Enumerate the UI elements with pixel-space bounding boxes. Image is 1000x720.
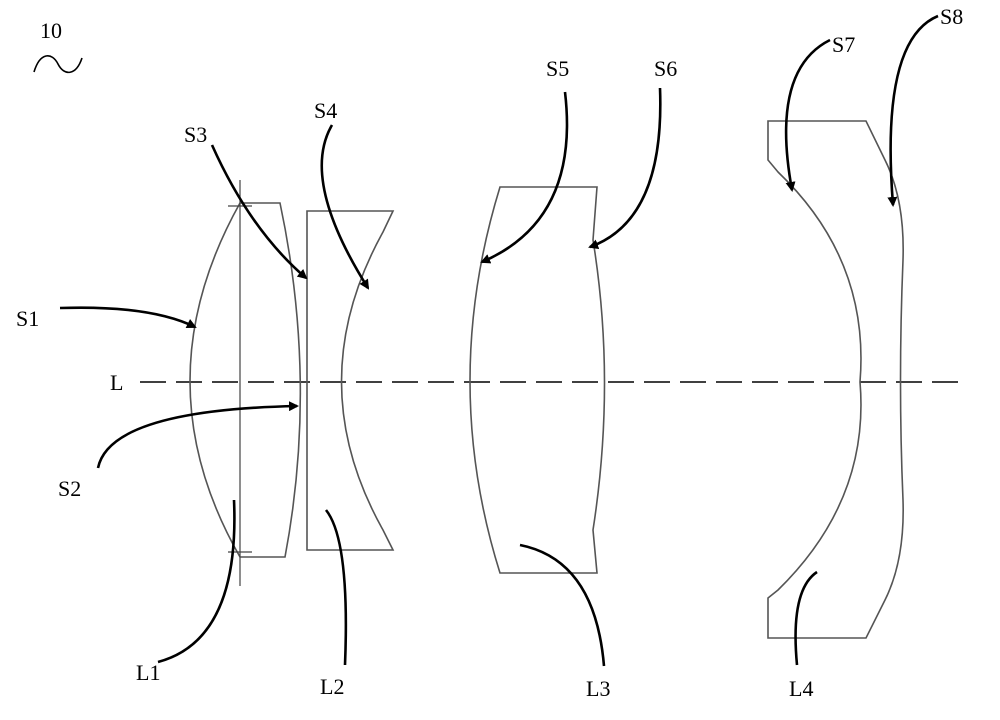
leader-l3 [520,545,604,666]
label-s7: S7 [832,32,855,57]
leader-s5 [482,92,567,262]
optical-axis-label: L [110,370,123,395]
label-s8: S8 [940,4,963,29]
leader-s8 [891,16,938,205]
label-s6: S6 [654,56,677,81]
leader-s7 [786,40,830,190]
lens-l2 [307,211,393,550]
tilde-icon [34,56,82,73]
label-s5: S5 [546,56,569,81]
lens-l3 [470,187,605,573]
leader-l4 [796,572,817,665]
leader-s2 [98,406,297,468]
label-l4: L4 [789,676,813,701]
leader-l2 [326,510,346,665]
label-l1: L1 [136,660,160,685]
lens-l1 [190,180,300,586]
label-s2: S2 [58,476,81,501]
leader-s3 [212,145,306,278]
label-l2: L2 [320,674,344,699]
reference-numeral: 10 [40,18,62,43]
lens-l4 [768,121,903,638]
label-s3: S3 [184,122,207,147]
leader-s4 [322,125,368,288]
leader-s6 [590,88,660,247]
label-s1: S1 [16,306,39,331]
label-s4: S4 [314,98,337,123]
leader-s1 [60,308,195,327]
label-l3: L3 [586,676,610,701]
